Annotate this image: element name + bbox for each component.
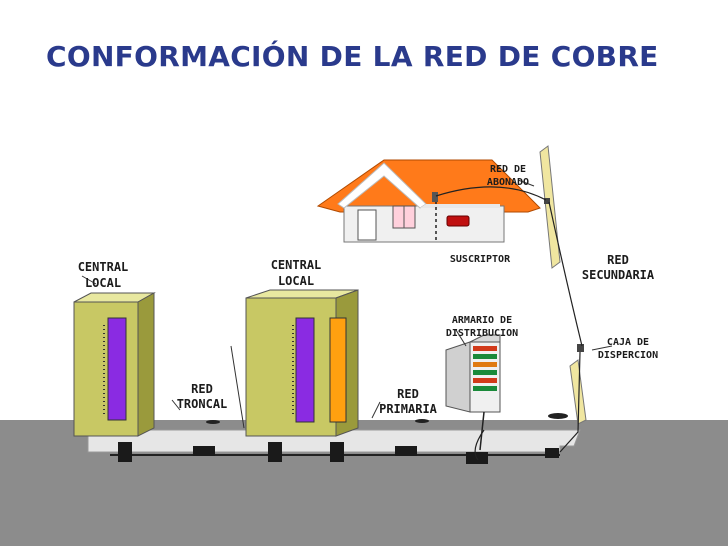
label-caja-dispersion: CAJA DE DISPERCION bbox=[598, 337, 658, 361]
svg-text:SECUNDARIA: SECUNDARIA bbox=[582, 268, 655, 282]
page-title: CONFORMACIÓN DE LA RED DE COBRE bbox=[46, 40, 659, 73]
svg-text:CENTRAL: CENTRAL bbox=[78, 260, 129, 274]
svg-text:RED: RED bbox=[607, 253, 629, 267]
svg-text:ARMARIO DE: ARMARIO DE bbox=[452, 315, 512, 326]
label-red-primaria: RED PRIMARIA bbox=[379, 387, 438, 416]
leader-lines bbox=[81, 179, 613, 429]
svg-text:ABONADO: ABONADO bbox=[487, 177, 529, 188]
pole-bottom bbox=[569, 344, 587, 425]
svg-text:RED: RED bbox=[191, 382, 213, 396]
overhead-wires bbox=[435, 186, 583, 461]
label-central-local-2: CENTRAL LOCAL bbox=[271, 258, 322, 288]
label-armario-distribucion: ARMARIO DE DISTRIBUCION bbox=[446, 315, 518, 339]
label-central-local-1: CENTRAL LOCAL bbox=[78, 260, 129, 290]
svg-text:LOCAL: LOCAL bbox=[85, 276, 121, 290]
svg-text:TRONCAL: TRONCAL bbox=[177, 397, 228, 411]
central-local-building-1 bbox=[73, 292, 156, 437]
label-red-abonado: RED DE ABONADO bbox=[487, 164, 529, 188]
svg-text:LOCAL: LOCAL bbox=[278, 274, 314, 288]
label-red-secundaria: RED SECUNDARIA bbox=[582, 253, 655, 282]
svg-text:DISPERCION: DISPERCION bbox=[598, 350, 658, 361]
svg-text:CAJA DE: CAJA DE bbox=[607, 337, 649, 348]
svg-text:RED DE: RED DE bbox=[490, 164, 526, 175]
cable-splices bbox=[118, 442, 559, 464]
distribution-cabinet bbox=[445, 334, 501, 451]
svg-text:SUSCRIPTOR: SUSCRIPTOR bbox=[450, 254, 511, 265]
svg-text:RED: RED bbox=[397, 387, 419, 401]
label-red-troncal: RED TRONCAL bbox=[177, 382, 228, 411]
central-local-building-2 bbox=[245, 289, 359, 437]
svg-text:DISTRIBUCION: DISTRIBUCION bbox=[446, 328, 518, 339]
label-suscriptor: SUSCRIPTOR bbox=[450, 254, 511, 265]
subscriber-house bbox=[316, 159, 541, 243]
svg-text:CENTRAL: CENTRAL bbox=[271, 258, 322, 272]
svg-text:PRIMARIA: PRIMARIA bbox=[379, 402, 438, 416]
